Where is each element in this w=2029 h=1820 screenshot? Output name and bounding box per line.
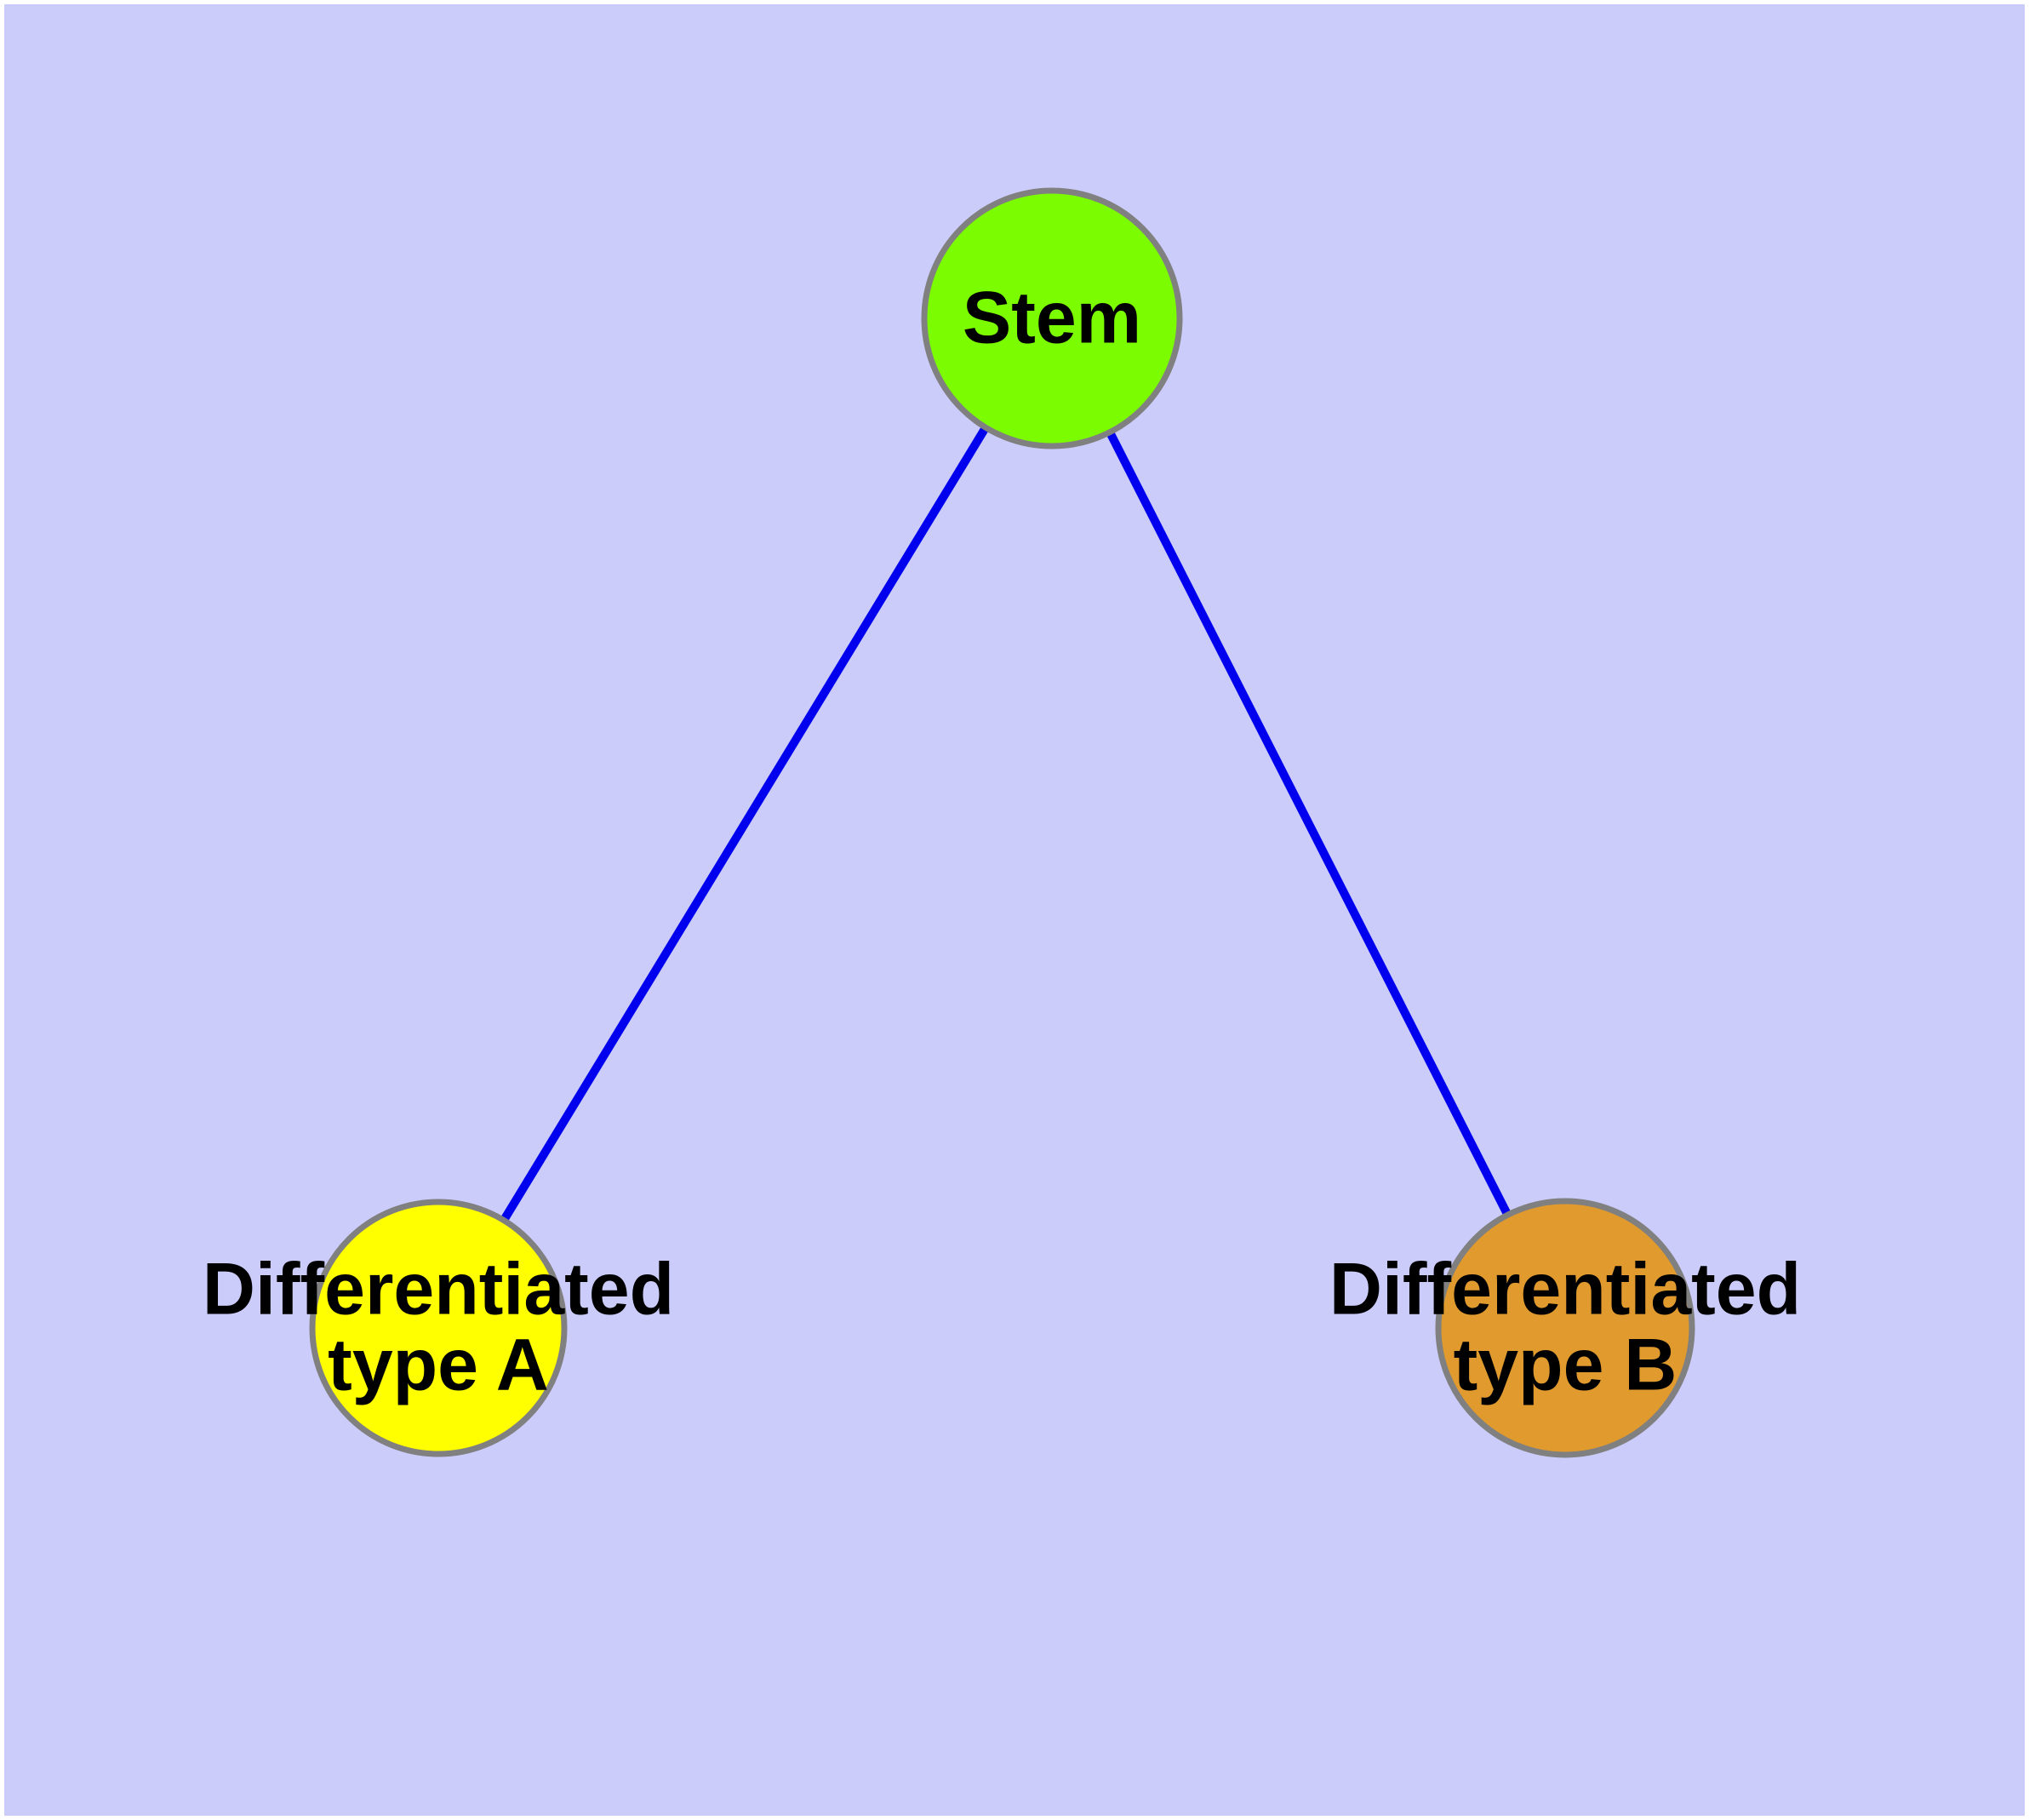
node-differentiated-type-a[interactable] xyxy=(309,1199,568,1457)
node-stem[interactable] xyxy=(921,187,1183,449)
edge-stem-to-differentiated-type-b xyxy=(1048,316,1569,1331)
edge-layer xyxy=(434,316,1569,1331)
edge-stem-to-differentiated-type-a xyxy=(434,316,1056,1331)
node-differentiated-type-b[interactable] xyxy=(1435,1198,1695,1458)
node-layer xyxy=(309,187,1695,1458)
